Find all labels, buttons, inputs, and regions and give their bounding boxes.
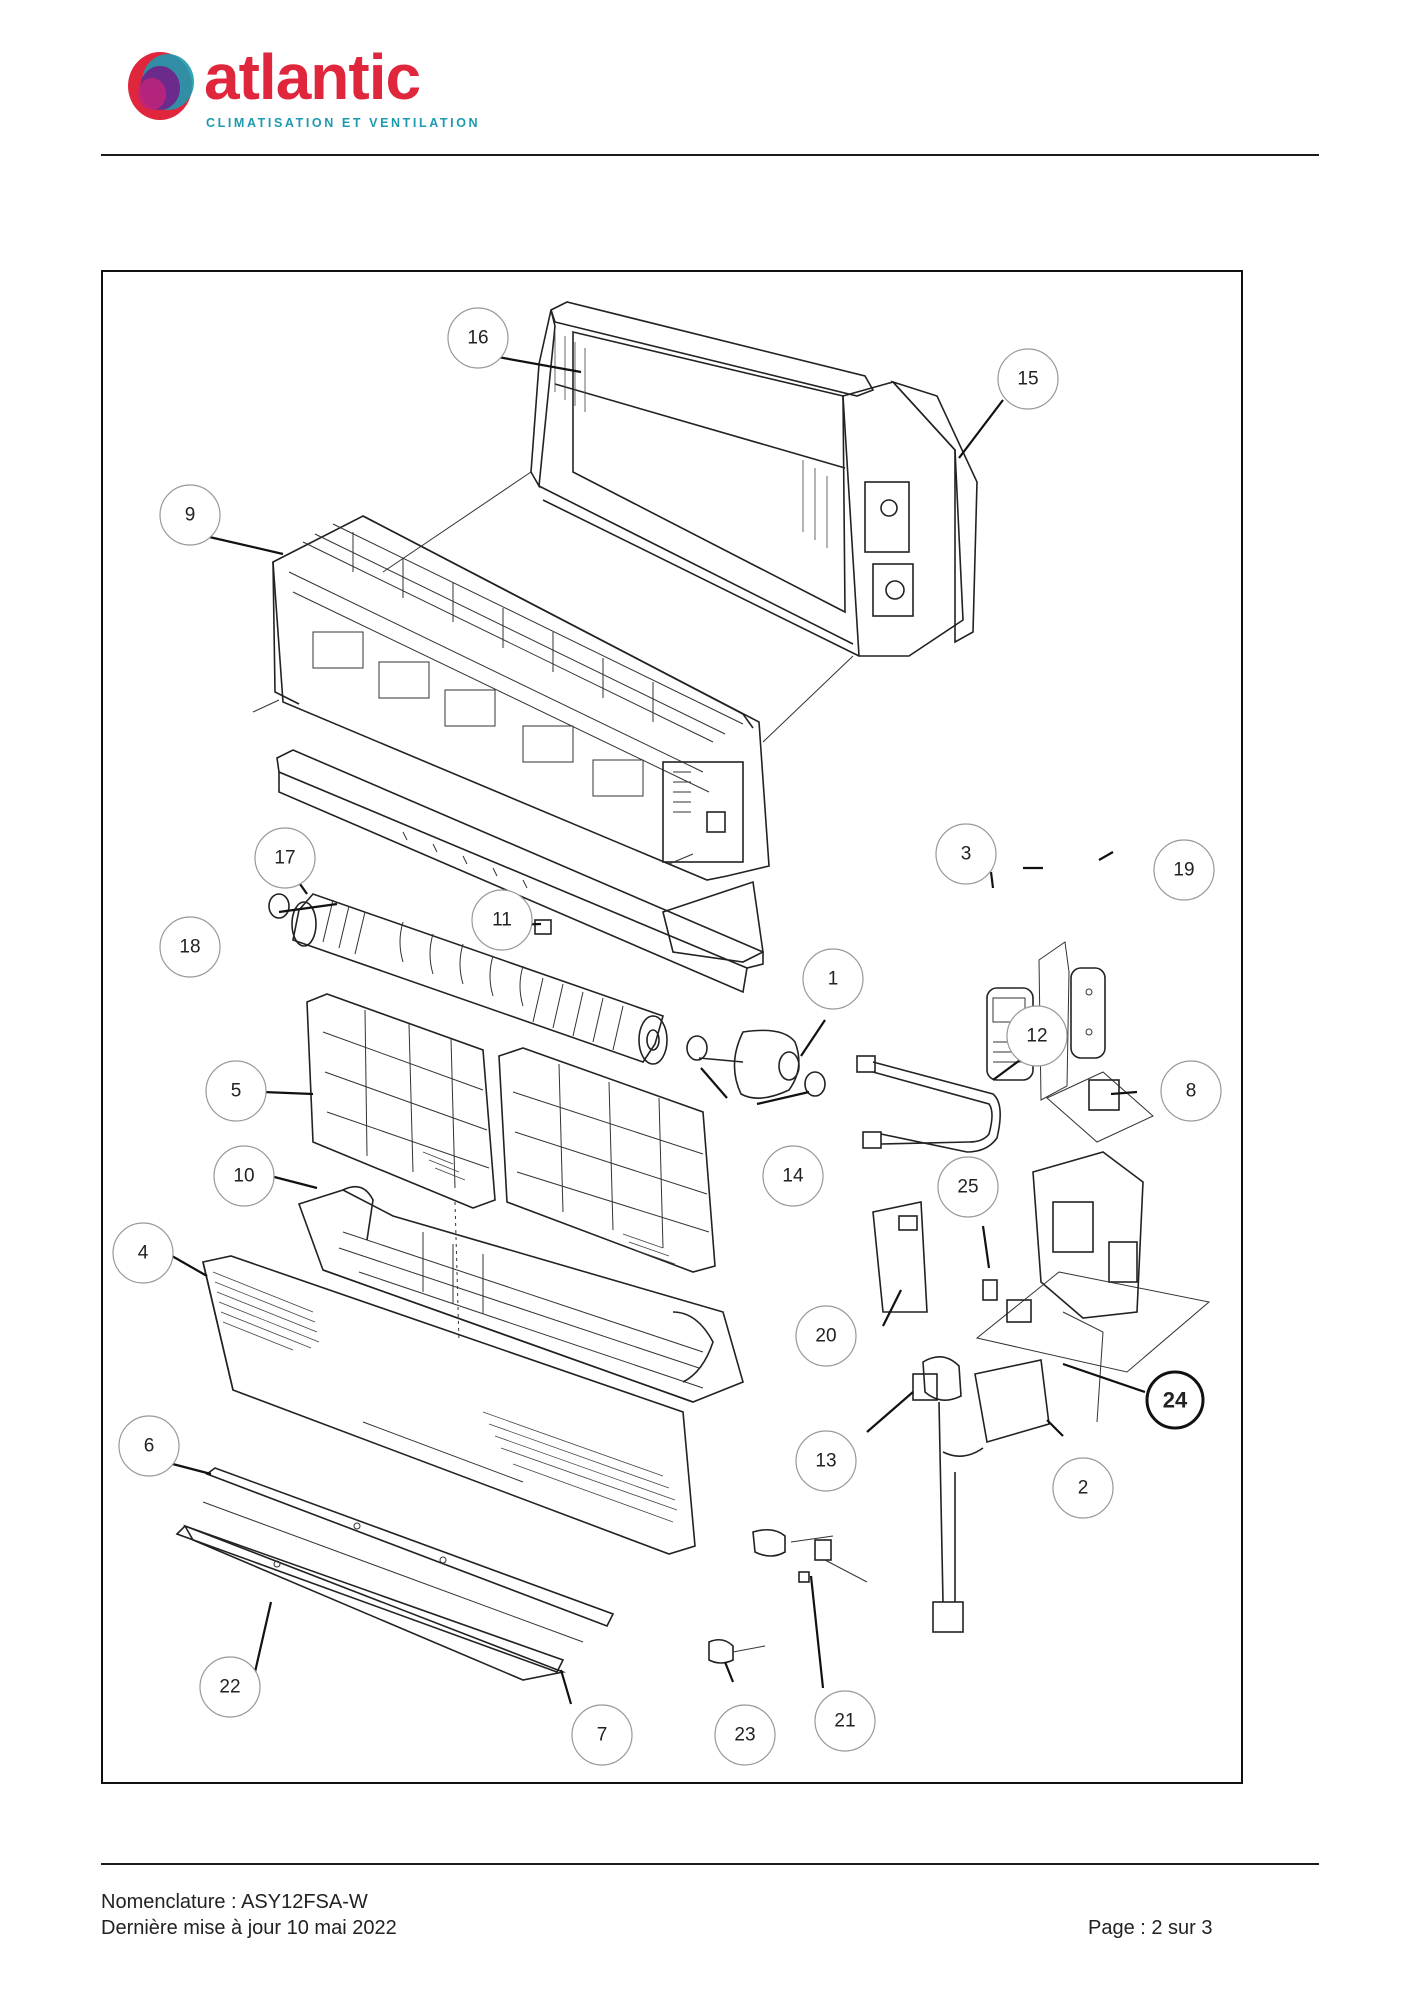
svg-text:14: 14 <box>782 1166 804 1187</box>
last-updated-text: Dernière mise à jour 10 mai 2022 <box>101 1917 397 1939</box>
callout-2: 2 <box>1052 1457 1114 1519</box>
callout-23: 23 <box>714 1704 776 1766</box>
svg-text:21: 21 <box>834 1711 855 1732</box>
callout-19: 19 <box>1153 839 1215 901</box>
svg-text:1: 1 <box>828 969 839 990</box>
svg-text:6: 6 <box>144 1436 155 1457</box>
front-frame-drawing <box>252 515 770 881</box>
callout-3: 3 <box>935 823 997 885</box>
svg-text:5: 5 <box>231 1081 242 1102</box>
svg-text:22: 22 <box>219 1677 240 1698</box>
exploded-parts-diagram: 16 15 9 17 3 19 11 18 1 12 5 8 14 10 25 … <box>101 270 1243 1784</box>
callout-10: 10 <box>213 1145 275 1207</box>
svg-text:9: 9 <box>185 505 196 526</box>
svg-text:25: 25 <box>957 1177 978 1198</box>
drain-pan-drawing <box>276 749 764 994</box>
svg-text:15: 15 <box>1017 369 1038 390</box>
svg-text:3: 3 <box>961 844 972 865</box>
logo-mark-icon <box>128 52 194 120</box>
callout-14: 14 <box>762 1145 824 1207</box>
svg-text:12: 12 <box>1026 1026 1047 1047</box>
svg-text:4: 4 <box>138 1243 149 1264</box>
svg-text:11: 11 <box>492 910 512 931</box>
heat-exchanger-drawing <box>530 301 978 657</box>
callout-13: 13 <box>795 1430 857 1492</box>
air-filters-drawing <box>306 993 716 1273</box>
callout-16: 16 <box>447 307 509 369</box>
lower-chassis-drawing <box>297 1185 744 1403</box>
sensors-drawing <box>708 1528 868 1664</box>
callout-21: 21 <box>814 1690 876 1752</box>
footer-divider <box>101 1863 1319 1865</box>
control-box-drawing <box>872 1071 1211 1633</box>
svg-text:18: 18 <box>179 937 200 958</box>
svg-text:10: 10 <box>233 1166 254 1187</box>
svg-text:19: 19 <box>1173 860 1194 881</box>
brand-name: atlantic <box>204 41 421 113</box>
svg-text:20: 20 <box>815 1326 836 1347</box>
svg-text:13: 13 <box>815 1451 836 1472</box>
atlantic-logo: atlantic CLIMATISATION ET VENTILATION <box>120 41 500 136</box>
callout-4: 4 <box>112 1222 174 1284</box>
svg-text:17: 17 <box>274 848 295 869</box>
svg-text:23: 23 <box>734 1725 755 1746</box>
header-divider <box>101 154 1319 156</box>
callout-24: 24 <box>1145 1370 1205 1430</box>
svg-text:2: 2 <box>1078 1478 1089 1499</box>
callout-20: 20 <box>795 1305 857 1367</box>
callout-25: 25 <box>937 1156 999 1218</box>
page-number: Page : 2 sur 3 <box>1088 1917 1213 1939</box>
brand-tagline: CLIMATISATION ET VENTILATION <box>206 116 481 130</box>
callout-1: 1 <box>802 948 864 1010</box>
assembly-lines <box>382 471 854 1343</box>
callout-7: 7 <box>571 1704 633 1766</box>
callout-9: 9 <box>159 484 221 546</box>
connection-pipe-drawing <box>856 1055 1001 1153</box>
callout-12: 12 <box>1006 1005 1068 1067</box>
callout-18: 18 <box>159 916 221 978</box>
svg-text:16: 16 <box>467 328 488 349</box>
nomenclature-text: Nomenclature : ASY12FSA-W <box>101 1891 368 1913</box>
leader-lines <box>164 352 1146 1705</box>
callout-11: 11 <box>471 889 533 951</box>
fan-motor-drawing <box>686 1029 826 1099</box>
callout-8: 8 <box>1160 1060 1222 1122</box>
front-panel-drawing <box>202 1255 696 1555</box>
callout-15: 15 <box>997 348 1059 410</box>
crossflow-fan-drawing <box>268 893 668 1065</box>
callout-17: 17 <box>254 827 316 889</box>
louvers-drawing <box>175 1467 615 1681</box>
callout-22: 22 <box>199 1656 261 1718</box>
svg-text:7: 7 <box>597 1725 608 1746</box>
callout-5: 5 <box>205 1060 267 1122</box>
svg-text:24: 24 <box>1163 1388 1188 1413</box>
parts-drawing: 16 15 9 17 3 19 11 18 1 12 5 8 14 10 25 … <box>112 301 1222 1766</box>
svg-text:8: 8 <box>1186 1081 1197 1102</box>
callout-6: 6 <box>118 1415 180 1477</box>
